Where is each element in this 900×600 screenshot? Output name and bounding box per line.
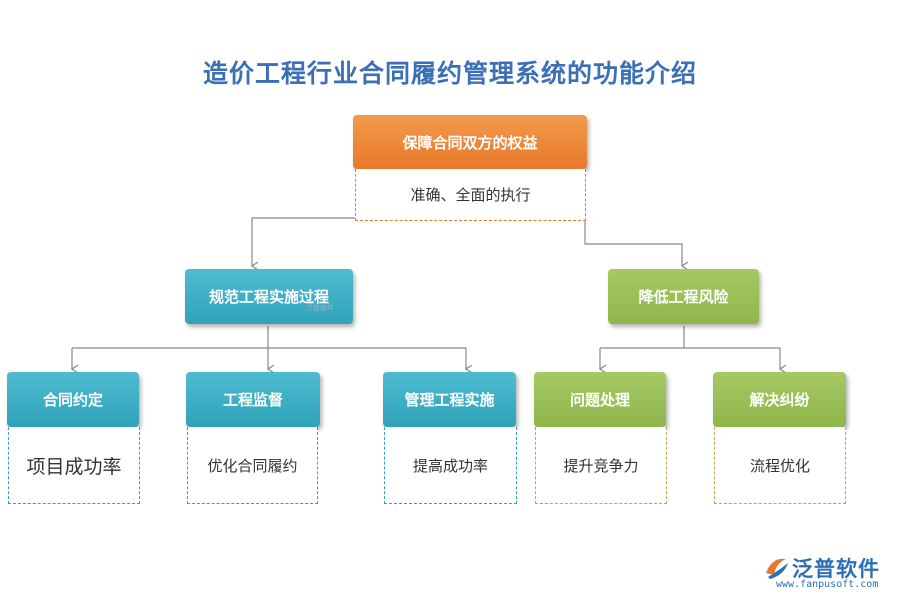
fanpu-logo-icon (766, 558, 788, 579)
diagram-title: 造价工程行业合同履约管理系统的功能介绍 (202, 59, 697, 88)
child-node-3: 管理工程实施 (383, 372, 516, 427)
child-desc-3-text: 提高成功率 (412, 456, 488, 475)
connector-root-right (584, 218, 682, 266)
root-node: 保障合同双方的权益 (353, 115, 587, 169)
branch-node-2: 降低工程风险 (608, 269, 759, 324)
child-desc-2-text: 优化合同履约 (207, 456, 298, 475)
child-4-label: 问题处理 (569, 391, 630, 409)
root-label: 保障合同双方的权益 (402, 133, 538, 152)
connector-root-left (252, 217, 355, 266)
fanpu-logo: 泛普软件 www.fanpusoft.com (762, 553, 892, 593)
branch-node-1: 规范工程实施过程 (185, 269, 353, 324)
child-desc-1-text: 项目成功率 (26, 455, 122, 478)
child-node-2: 工程监督 (186, 372, 320, 427)
child-desc-5: 流程优化 (714, 427, 846, 504)
branch-1-label: 规范工程实施过程 (208, 288, 329, 306)
watermark: 泛普软件 (306, 304, 334, 312)
child-5-label: 解决纠纷 (749, 391, 810, 409)
logo-url: www.fanpusoft.com (776, 579, 879, 590)
child-desc-4: 提升竞争力 (535, 427, 667, 504)
root-desc: 准确、全面的执行 (355, 169, 586, 221)
branch-2-label: 降低工程风险 (638, 288, 729, 306)
logo-name: 泛普软件 (792, 557, 880, 581)
child-desc-5-text: 流程优化 (749, 456, 810, 475)
child-node-5: 解决纠纷 (713, 372, 846, 427)
child-desc-1: 项目成功率 (8, 427, 140, 504)
child-desc-2: 优化合同履约 (187, 427, 318, 504)
child-2-label: 工程监督 (222, 391, 283, 409)
child-3-label: 管理工程实施 (404, 391, 495, 409)
child-node-4: 问题处理 (534, 372, 666, 427)
child-1-label: 合同约定 (42, 391, 103, 409)
child-desc-4-text: 提升竞争力 (563, 456, 639, 475)
child-desc-3: 提高成功率 (384, 427, 517, 504)
root-desc-text: 准确、全面的执行 (410, 186, 531, 204)
child-node-1: 合同约定 (7, 372, 139, 427)
